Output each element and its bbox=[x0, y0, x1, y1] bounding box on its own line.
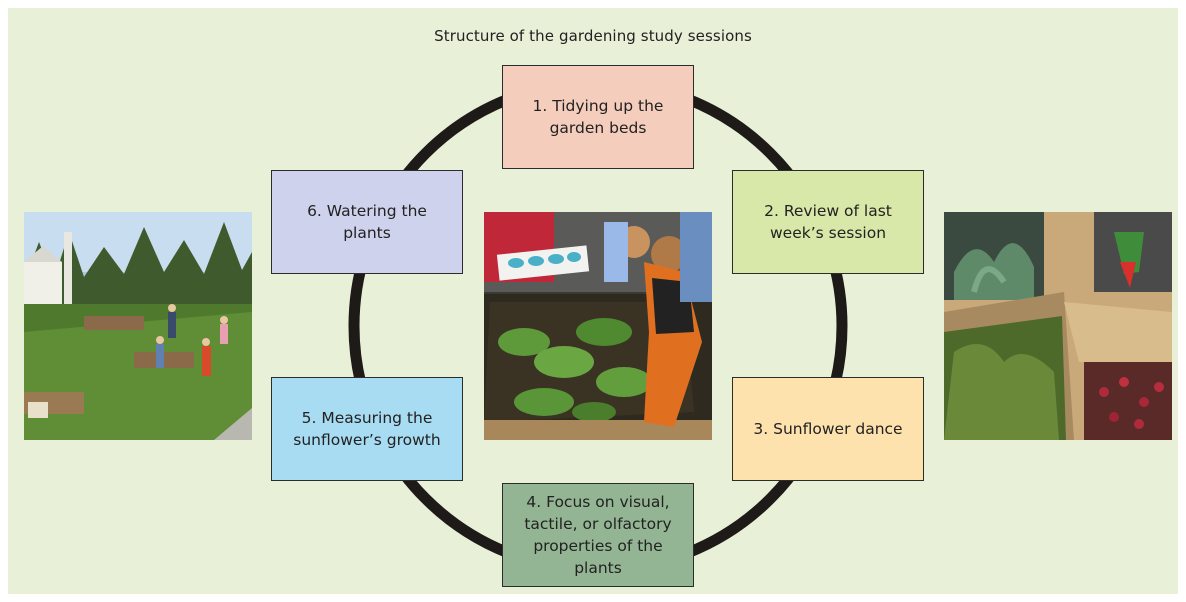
step-review-last-session: 2. Review of last week’s session bbox=[732, 170, 924, 274]
step-watering-plants: 6. Watering the plants bbox=[271, 170, 463, 274]
diagram-title: Structure of the gardening study session… bbox=[434, 27, 752, 45]
plant-sensory-boxes-photo bbox=[944, 212, 1172, 440]
children-planting-photo bbox=[484, 212, 712, 440]
step-label: 4. Focus on visual, tactile, or olfactor… bbox=[524, 493, 672, 577]
step-sensory-focus: 4. Focus on visual, tactile, or olfactor… bbox=[502, 483, 694, 587]
step-label: 6. Watering the plants bbox=[307, 202, 427, 242]
diagram-panel: Structure of the gardening study session… bbox=[8, 8, 1178, 594]
step-measuring-sunflower: 5. Measuring the sunflower’s growth bbox=[271, 377, 463, 481]
step-label: 2. Review of last week’s session bbox=[764, 202, 892, 242]
step-tidying-garden-beds: 1. Tidying up the garden beds bbox=[502, 65, 694, 169]
step-label: 3. Sunflower dance bbox=[753, 420, 903, 438]
step-label: 5. Measuring the sunflower’s growth bbox=[293, 409, 441, 449]
garden-beds-photo bbox=[24, 212, 252, 440]
step-label: 1. Tidying up the garden beds bbox=[532, 97, 664, 137]
step-sunflower-dance: 3. Sunflower dance bbox=[732, 377, 924, 481]
